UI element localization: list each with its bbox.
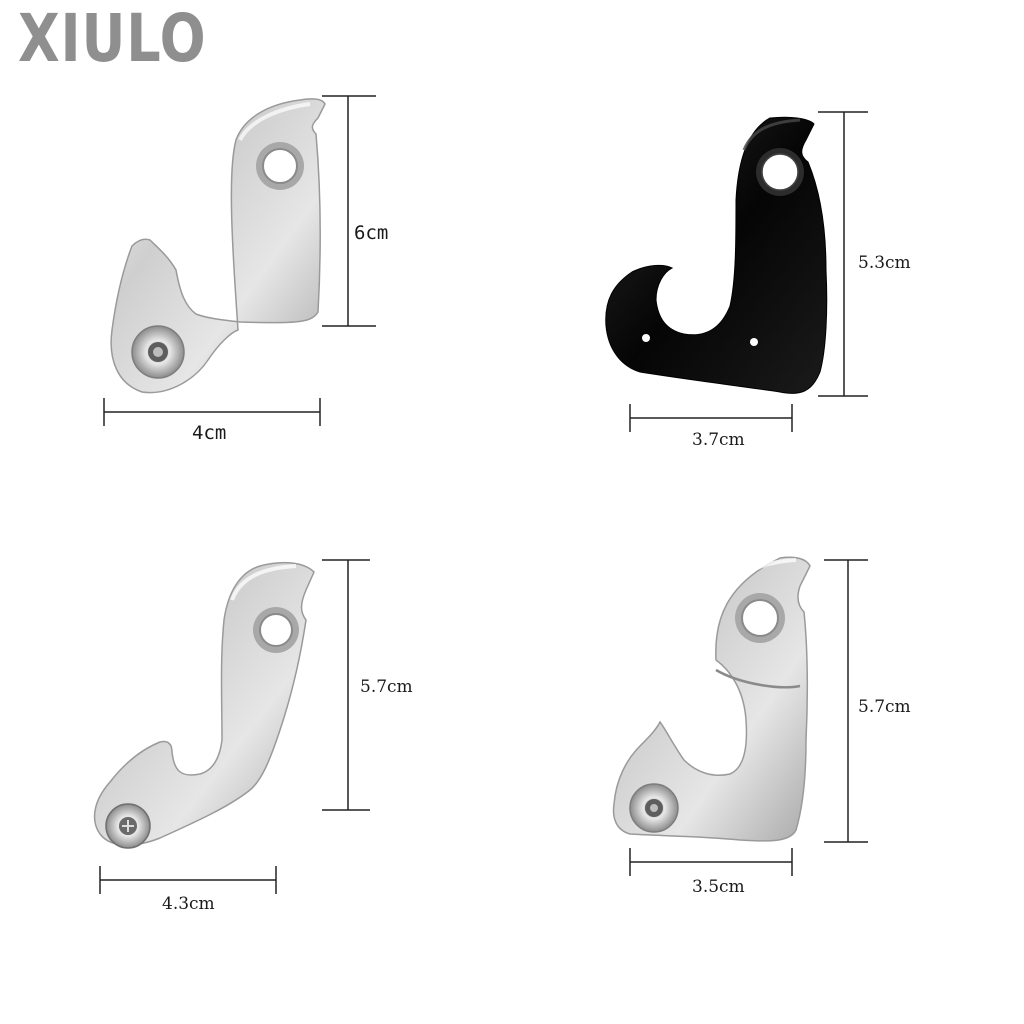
derailleur-hanger-1 <box>110 98 326 394</box>
width-label-4: 3.5cm <box>692 877 745 897</box>
dimension-lines-1 <box>103 95 376 426</box>
width-label-2: 3.7cm <box>692 430 745 450</box>
dimension-lines-2 <box>629 111 868 432</box>
derailleur-hanger-4 <box>612 556 811 842</box>
height-label-1: 6cm <box>354 222 389 244</box>
width-label-1: 4cm <box>192 422 227 444</box>
dimension-lines-4 <box>629 559 868 876</box>
brand-logo: XIULO <box>18 0 207 77</box>
derailleur-hanger-2 <box>605 116 828 394</box>
derailleur-hanger-3 <box>93 561 315 849</box>
height-label-3: 5.7cm <box>360 677 413 697</box>
height-label-4: 5.7cm <box>858 697 911 717</box>
height-label-2: 5.3cm <box>858 253 911 273</box>
width-label-3: 4.3cm <box>162 894 215 914</box>
dimension-lines-3 <box>99 559 370 894</box>
